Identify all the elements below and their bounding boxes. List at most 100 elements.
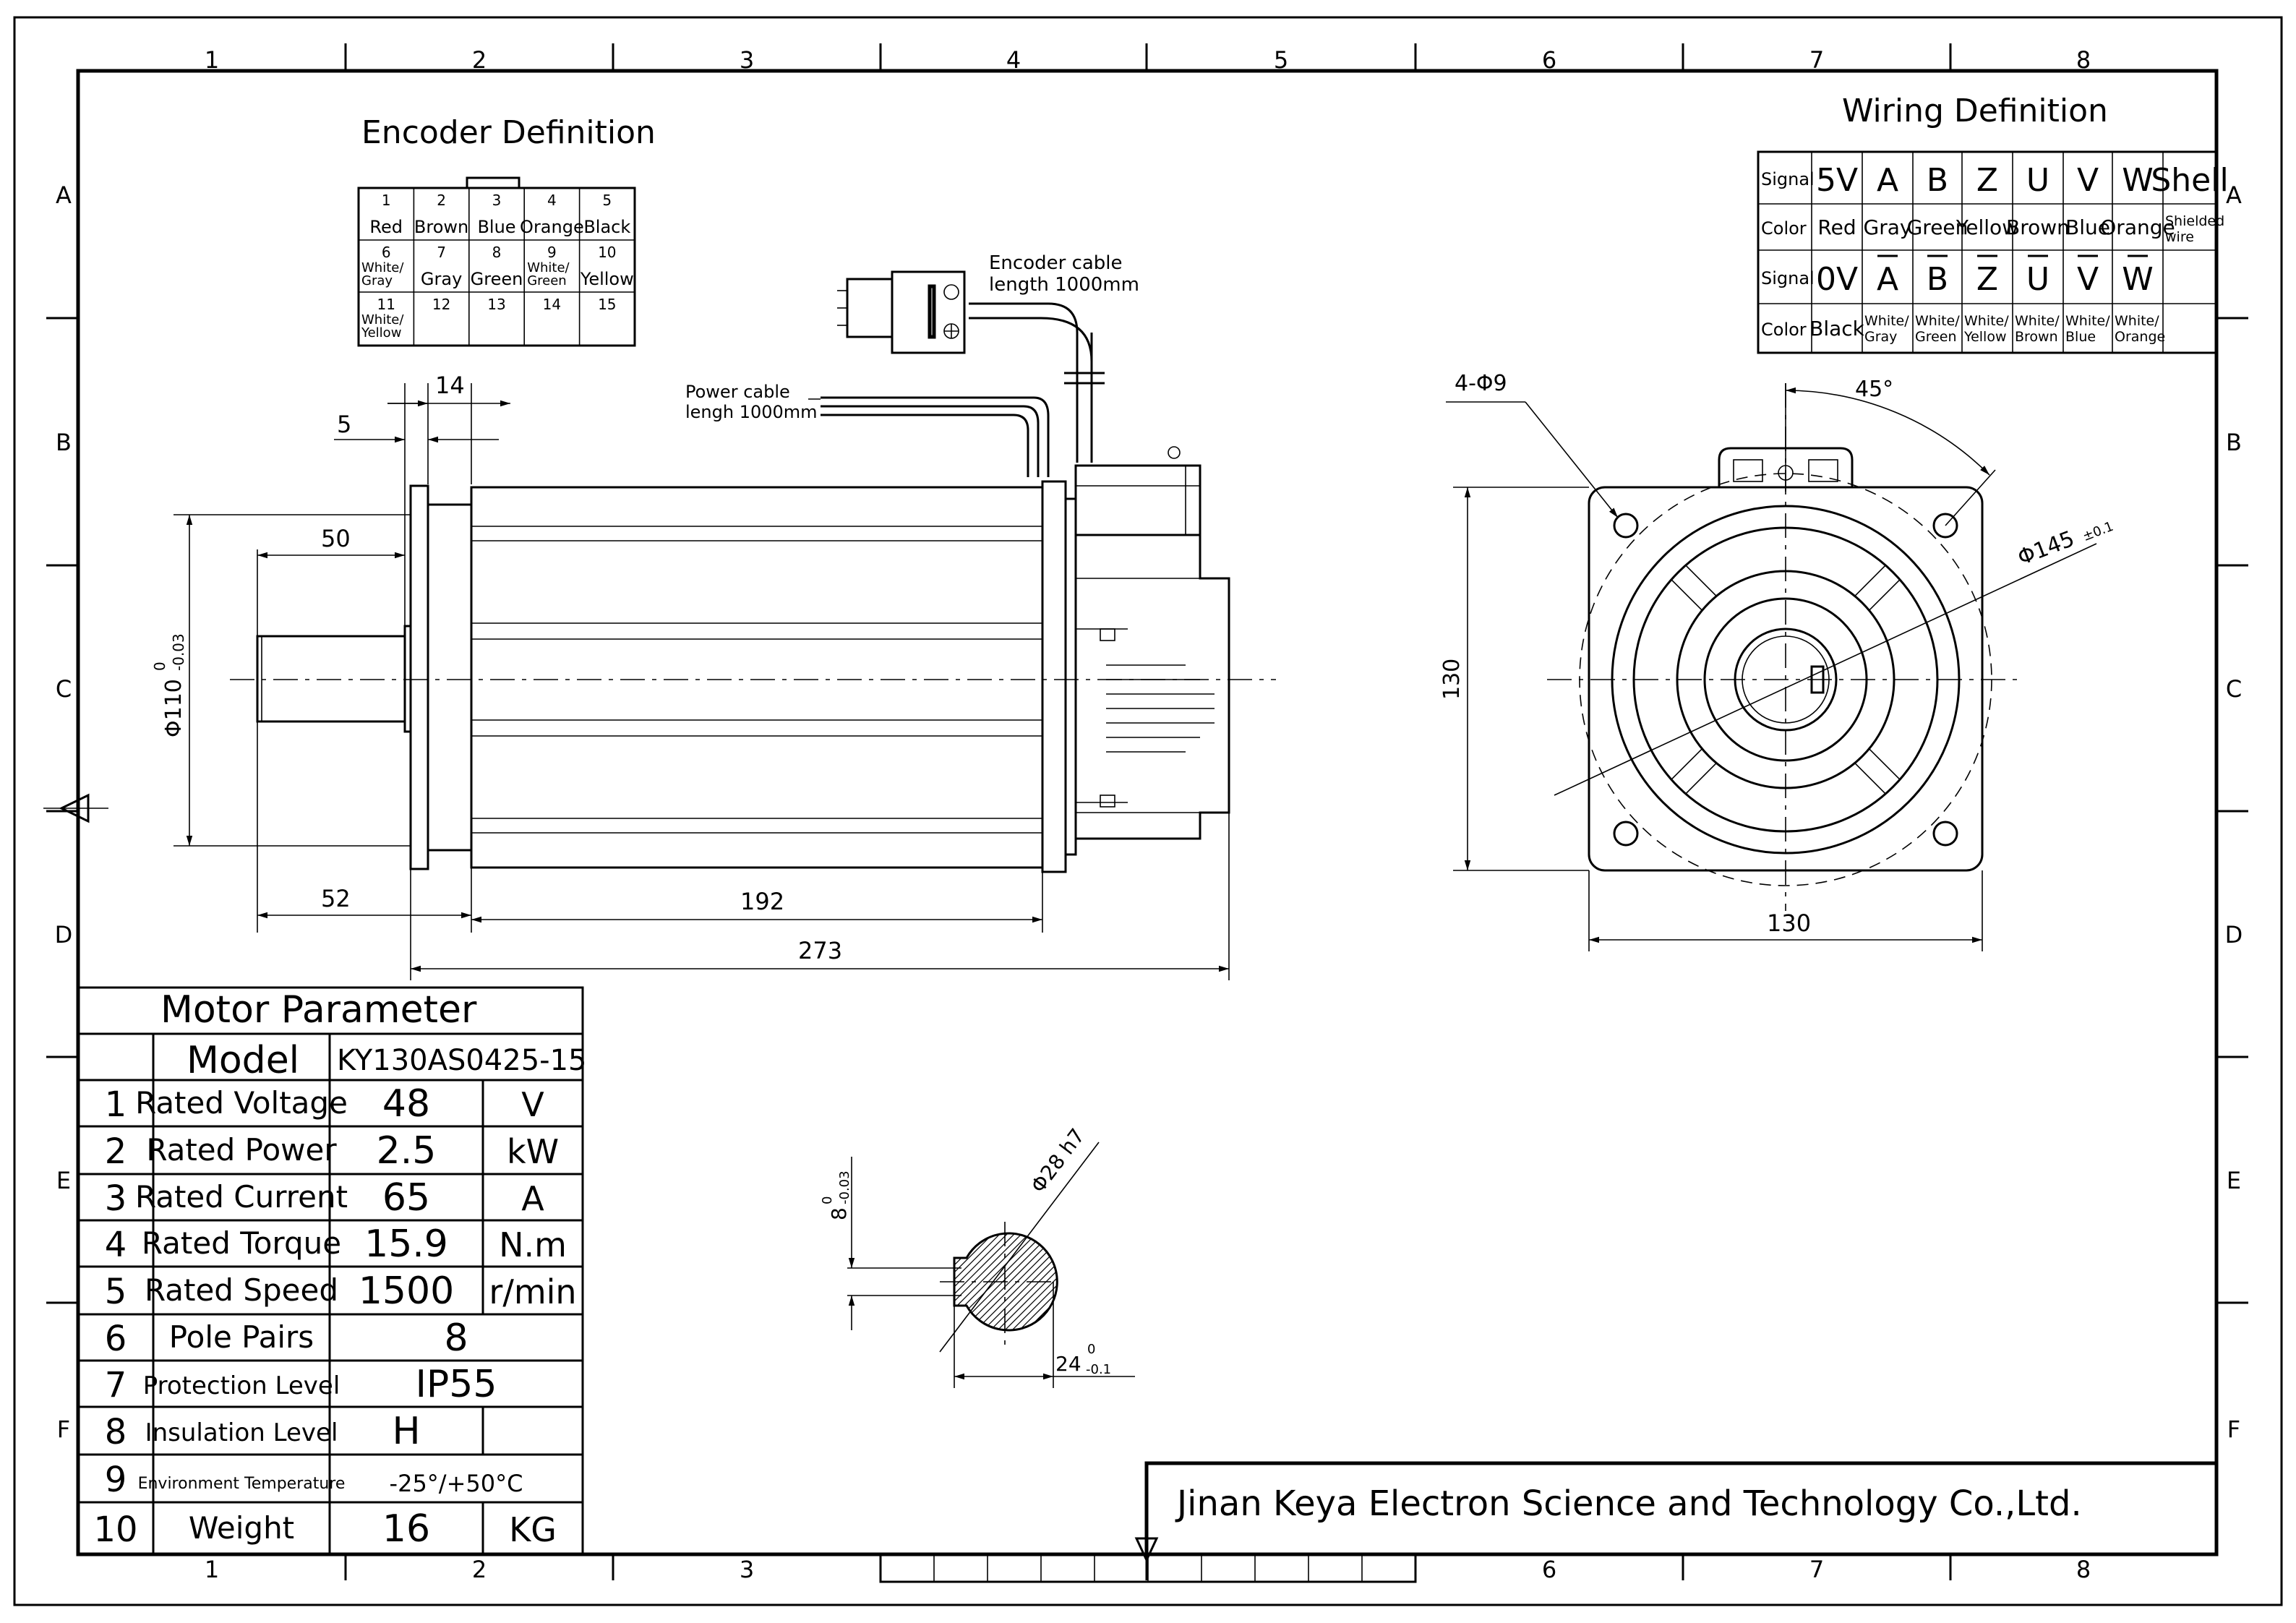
param-index: 1 xyxy=(105,1084,127,1125)
column-label: 4 xyxy=(1006,46,1021,74)
param-value: 8 xyxy=(444,1316,468,1360)
wiring-row-label: Signal xyxy=(1761,169,1815,189)
wiring-title: Wiring Definition xyxy=(1842,93,2108,129)
param-value: -25°/+50°C xyxy=(390,1470,523,1497)
row-label: A xyxy=(56,181,72,209)
outer-border xyxy=(13,16,2283,1606)
dim-273: 273 xyxy=(798,937,842,964)
column-label: 1 xyxy=(205,46,219,74)
wiring-cell: Orange xyxy=(2100,215,2175,239)
encoder-pin-number: 11 xyxy=(377,296,395,313)
encoder-connector xyxy=(846,278,894,338)
param-name: Environment Temperature xyxy=(138,1475,346,1493)
param-value: 16 xyxy=(382,1507,430,1551)
param-name: Insulation Level xyxy=(145,1418,338,1447)
wiring-row-label: Color xyxy=(1761,320,1807,340)
shaft-cross-section xyxy=(953,1232,1058,1332)
wiring-cell: Z xyxy=(1976,162,1998,199)
column-label: 6 xyxy=(1542,1556,1556,1583)
mounting-hole xyxy=(1613,821,1639,847)
wiring-cell: Gray xyxy=(1864,215,1912,239)
column-label: 3 xyxy=(740,1556,754,1583)
wiring-cell: White/Blue xyxy=(2065,313,2110,345)
encoder-pin-number: 15 xyxy=(598,296,616,313)
param-name: Protection Level xyxy=(143,1371,340,1400)
column-label: 6 xyxy=(1542,46,1556,74)
pcd-label: Φ145 xyxy=(2014,526,2078,571)
encoder-pin-number: 7 xyxy=(437,244,446,261)
company-name: Jinan Keya Electron Science and Technolo… xyxy=(1175,1483,2082,1524)
wiring-row-label: Color xyxy=(1761,218,1807,239)
motor-body xyxy=(470,486,1044,869)
side-dimensions: 14 5 50 Φ110 0 -0.03 52 192 xyxy=(151,372,1230,980)
param-index: 4 xyxy=(105,1225,127,1265)
dim-5: 5 xyxy=(337,411,351,438)
column-label: 8 xyxy=(2076,46,2091,74)
wiring-cell: V xyxy=(2077,261,2099,298)
param-value: IP55 xyxy=(416,1363,497,1406)
connector-box xyxy=(1074,464,1201,536)
param-index: 9 xyxy=(105,1460,127,1500)
row-label: E xyxy=(2227,1167,2241,1194)
wiring-cell: Black xyxy=(1809,317,1865,341)
param-value: 15.9 xyxy=(364,1222,448,1266)
encoder-pin-number: 10 xyxy=(598,244,616,261)
dim-phi110-lower: -0.03 xyxy=(170,633,187,671)
key-width-label: 8 xyxy=(827,1207,851,1220)
param-value: H xyxy=(392,1410,420,1453)
param-index: 10 xyxy=(93,1509,137,1550)
encoder-housing xyxy=(1074,534,1230,840)
dim-52: 52 xyxy=(321,885,351,912)
encoder-pin-number: 9 xyxy=(547,244,557,261)
param-index: 8 xyxy=(105,1412,127,1452)
param-name: Rated Power xyxy=(146,1132,337,1168)
wiring-cell: Z xyxy=(1976,261,1998,298)
wiring-cell: White/Gray xyxy=(1864,313,1909,345)
wiring-cell: B xyxy=(1927,162,1948,199)
param-index: 6 xyxy=(105,1319,127,1359)
encoder-pin-number: 5 xyxy=(602,192,612,209)
encoder-pin-color: Black xyxy=(583,217,630,237)
param-index: 2 xyxy=(105,1131,127,1172)
shaft-diameter-label: Φ28 h7 xyxy=(1026,1124,1089,1197)
param-value: 48 xyxy=(382,1082,430,1126)
param-name: Weight xyxy=(189,1510,294,1546)
wiring-cell: B xyxy=(1927,261,1948,298)
shaft-section: 8 0 -0.03 Φ28 h7 24 0 -0.1 xyxy=(820,1124,1135,1388)
wiring-cell: White/Yellow xyxy=(1963,313,2009,345)
param-title: Motor Parameter xyxy=(160,988,477,1032)
param-unit: V xyxy=(521,1085,544,1124)
wiring-cell: Yellow xyxy=(1956,215,2018,239)
wiring-cell: White/Orange xyxy=(2115,313,2165,345)
row-label: C xyxy=(56,675,72,703)
model-label: Model xyxy=(187,1039,299,1082)
encoder-pin-color: White/Yellow xyxy=(361,312,404,341)
encoder-title: Encoder Definition xyxy=(361,114,656,151)
motor-side-view: 14 5 50 Φ110 0 -0.03 52 192 xyxy=(151,252,1276,980)
motor-front-view: 4-Φ9 45° Φ145 ±0.1 130 130 xyxy=(1439,371,2115,951)
key-width-lower: -0.03 xyxy=(837,1170,852,1204)
encoder-pin-number: 4 xyxy=(547,192,557,209)
param-name: Rated Voltage xyxy=(135,1085,348,1121)
param-index: 7 xyxy=(105,1365,127,1405)
column-label: 8 xyxy=(2076,1556,2091,1583)
wiring-cell: White/Green xyxy=(1915,313,1960,345)
column-label: 5 xyxy=(1274,46,1288,74)
param-unit: A xyxy=(521,1179,544,1218)
dim-14: 14 xyxy=(435,372,465,399)
row-label: A xyxy=(2226,181,2242,209)
param-unit: kW xyxy=(507,1132,559,1171)
mounting-hole xyxy=(1613,513,1639,539)
mounting-hole xyxy=(1932,513,1958,539)
row-label: C xyxy=(2226,675,2242,703)
param-name: Rated Speed xyxy=(145,1272,338,1308)
param-name: Rated Torque xyxy=(142,1225,341,1261)
